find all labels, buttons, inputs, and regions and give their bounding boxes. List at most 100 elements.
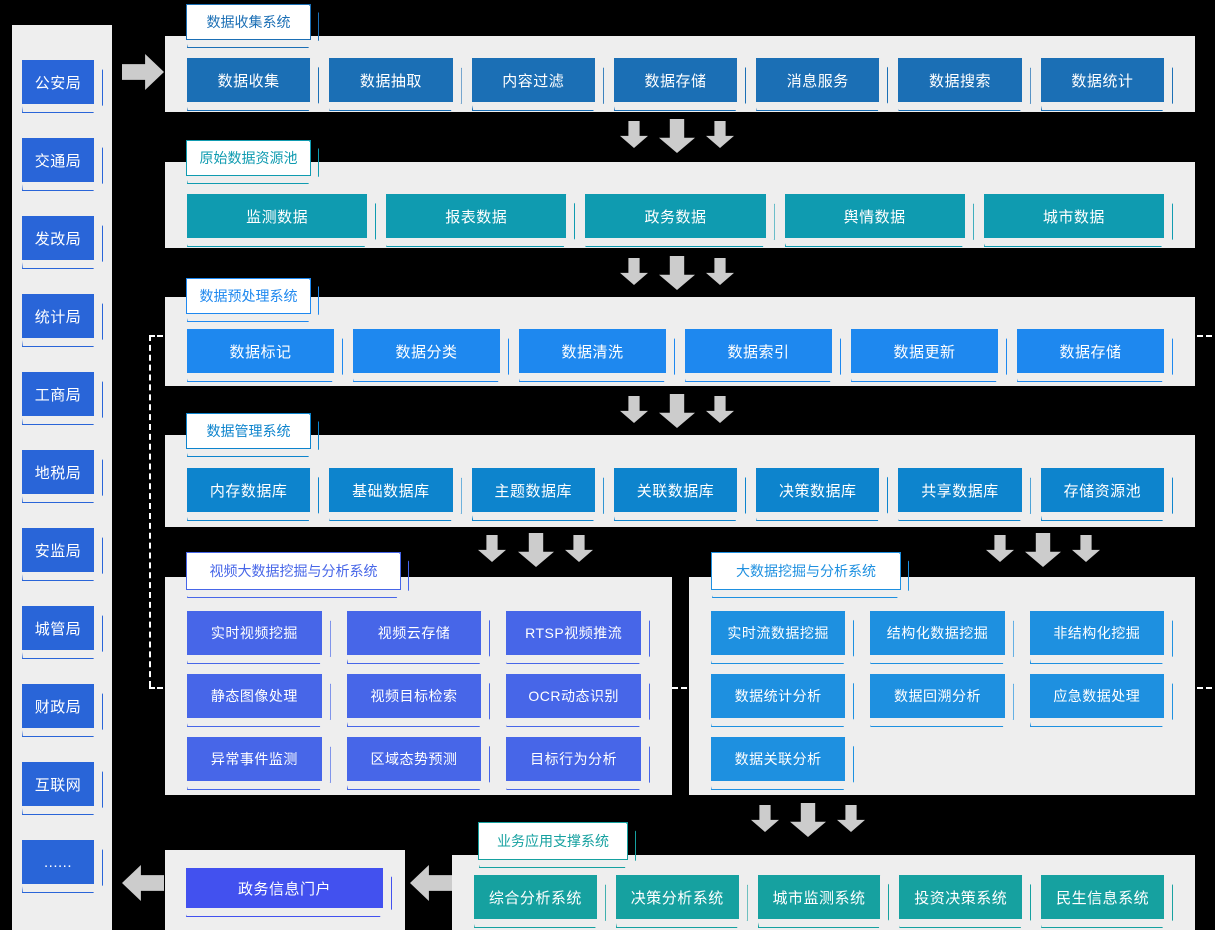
node-label: 视频云存储 [377, 625, 451, 641]
support-item-2[interactable]: 决策分析系统 [615, 875, 739, 919]
node-label: 数据清洗 [561, 343, 624, 361]
node-label: 城市数据 [1042, 208, 1105, 226]
video-item-7[interactable]: 异常事件监测 [187, 737, 322, 781]
pool-item-5[interactable]: 城市数据 [983, 194, 1164, 238]
node-label: 监测数据 [246, 208, 309, 226]
node-label: 消息服务 [786, 72, 849, 90]
scope-dashed-right-bottom [1188, 687, 1212, 689]
arrow-down-icon [478, 535, 506, 562]
video-item-1[interactable]: 实时视频挖掘 [187, 611, 322, 655]
collect-item-6[interactable]: 数据搜索 [898, 58, 1022, 102]
section-tab-mining: 大数据挖掘与分析系统 [711, 552, 901, 590]
mining-item-6[interactable]: 应急数据处理 [1029, 674, 1164, 718]
support-item-1[interactable]: 综合分析系统 [474, 875, 597, 919]
preprocess-item-3[interactable]: 数据清洗 [519, 329, 666, 373]
mining-item-2[interactable]: 结构化数据挖掘 [870, 611, 1005, 655]
node-label: 基础数据库 [352, 482, 430, 500]
section-tab-label: 数据收集系统 [206, 14, 291, 30]
collect-item-2[interactable]: 数据抽取 [329, 58, 453, 102]
support-item-3[interactable]: 城市监测系统 [757, 875, 881, 919]
scope-dashed-right-top [1188, 335, 1212, 337]
sidebar-item-3[interactable]: 发改局 [22, 216, 94, 260]
node-label: 目标行为分析 [530, 751, 618, 767]
arrow-down-icon [706, 258, 734, 285]
arrow-left-icon [122, 865, 164, 901]
node-label: 报表数据 [445, 208, 508, 226]
manage-item-2[interactable]: 基础数据库 [329, 468, 453, 512]
node-label: 内存数据库 [209, 482, 288, 500]
section-tab-pool: 原始数据资源池 [186, 140, 311, 176]
video-item-8[interactable]: 区域态势预测 [346, 737, 482, 781]
mining-item-4[interactable]: 数据统计分析 [711, 674, 846, 718]
sidebar-item-5[interactable]: 工商局 [22, 372, 94, 416]
pool-item-1[interactable]: 监测数据 [187, 194, 368, 238]
scope-dashed-left-bottom [149, 687, 171, 689]
node-label: 区域态势预测 [370, 751, 458, 767]
section-tab-manage: 数据管理系统 [186, 413, 311, 449]
arrow-left-icon [410, 865, 452, 901]
manage-item-5[interactable]: 决策数据库 [756, 468, 880, 512]
mining-item-1[interactable]: 实时流数据挖掘 [711, 611, 846, 655]
pool-item-2[interactable]: 报表数据 [386, 194, 567, 238]
video-item-6[interactable]: OCR动态识别 [506, 674, 641, 718]
preprocess-item-4[interactable]: 数据索引 [685, 329, 832, 373]
manage-item-4[interactable]: 关联数据库 [613, 468, 738, 512]
manage-item-7[interactable]: 存储资源池 [1040, 468, 1164, 512]
preprocess-item-1[interactable]: 数据标记 [187, 329, 334, 373]
node-label: 数据搜索 [929, 72, 992, 90]
node-label: 城管局 [34, 620, 82, 638]
mining-item-7[interactable]: 数据关联分析 [711, 737, 846, 781]
arrow-down-icon [659, 119, 695, 153]
mining-item-3[interactable]: 非结构化挖掘 [1029, 611, 1164, 655]
node-label: 数据更新 [893, 343, 956, 361]
video-item-2[interactable]: 视频云存储 [346, 611, 482, 655]
node-label: 静态图像处理 [210, 688, 298, 704]
preprocess-item-2[interactable]: 数据分类 [353, 329, 500, 373]
pool-item-4[interactable]: 舆情数据 [784, 194, 965, 238]
collect-item-5[interactable]: 消息服务 [756, 58, 880, 102]
video-item-3[interactable]: RTSP视频推流 [506, 611, 641, 655]
arrow-down-icon [837, 805, 865, 832]
sidebar-item-10[interactable]: 互联网 [22, 762, 94, 806]
node-label: 实时视频挖掘 [210, 625, 298, 641]
sidebar-item-7[interactable]: 安监局 [22, 528, 94, 572]
node-label: 决策数据库 [779, 482, 857, 500]
collect-item-4[interactable]: 数据存储 [613, 58, 738, 102]
sidebar-item-8[interactable]: 城管局 [22, 606, 94, 650]
node-label: 互联网 [34, 776, 82, 794]
preprocess-item-5[interactable]: 数据更新 [851, 329, 998, 373]
mining-item-5[interactable]: 数据回溯分析 [870, 674, 1005, 718]
sidebar-item-6[interactable]: 地税局 [22, 450, 94, 494]
portal-box[interactable]: 政务信息门户 [186, 868, 383, 908]
video-item-4[interactable]: 静态图像处理 [187, 674, 322, 718]
support-item-5[interactable]: 民生信息系统 [1041, 875, 1164, 919]
collect-item-3[interactable]: 内容过滤 [471, 58, 595, 102]
sidebar-item-9[interactable]: 财政局 [22, 684, 94, 728]
manage-item-3[interactable]: 主题数据库 [471, 468, 595, 512]
video-item-5[interactable]: 视频目标检索 [346, 674, 482, 718]
sidebar-item-4[interactable]: 统计局 [22, 294, 94, 338]
sidebar-item-11[interactable]: ...... [22, 840, 94, 884]
support-item-4[interactable]: 投资决策系统 [899, 875, 1023, 919]
section-tab-label: 大数据挖掘与分析系统 [736, 563, 876, 579]
node-label: 安监局 [34, 542, 82, 560]
pool-item-3[interactable]: 政务数据 [585, 194, 766, 238]
collect-item-7[interactable]: 数据统计 [1040, 58, 1164, 102]
node-label: 城市监测系统 [772, 889, 866, 907]
node-label: 实时流数据挖掘 [727, 625, 829, 641]
manage-item-1[interactable]: 内存数据库 [187, 468, 311, 512]
node-label: 数据统计分析 [734, 688, 822, 704]
preprocess-item-6[interactable]: 数据存储 [1017, 329, 1164, 373]
node-label: RTSP视频推流 [525, 625, 623, 641]
node-label: 财政局 [34, 698, 82, 716]
section-tab-preprocess: 数据预处理系统 [186, 278, 311, 314]
collect-item-1[interactable]: 数据收集 [187, 58, 311, 102]
manage-item-6[interactable]: 共享数据库 [898, 468, 1022, 512]
arrow-down-icon [790, 803, 826, 837]
scope-dashed-left [149, 335, 151, 687]
node-label: 数据回溯分析 [893, 688, 981, 704]
video-item-9[interactable]: 目标行为分析 [506, 737, 641, 781]
node-label: 数据标记 [229, 343, 292, 361]
sidebar-item-2[interactable]: 交通局 [22, 138, 94, 182]
sidebar-item-1[interactable]: 公安局 [22, 60, 94, 104]
